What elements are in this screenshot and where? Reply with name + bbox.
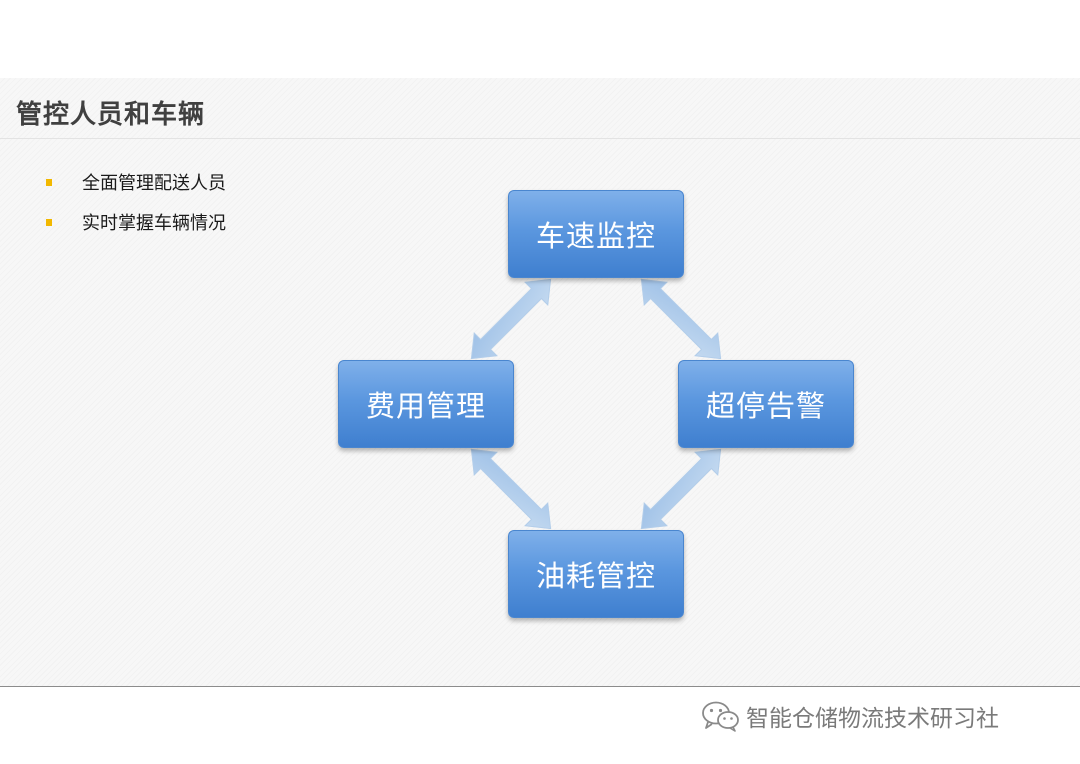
wechat-icon bbox=[702, 701, 739, 732]
arrow-top-right bbox=[640, 278, 722, 360]
bullet-marker-icon bbox=[46, 179, 52, 186]
node-overstay-alarm: 超停告警 bbox=[678, 360, 854, 448]
cycle-arrows bbox=[470, 278, 722, 530]
node-cost-management: 费用管理 bbox=[338, 360, 514, 448]
page-title: 管控人员和车辆 bbox=[16, 100, 206, 130]
title-divider bbox=[0, 138, 1080, 139]
watermark: 智能仓储物流技术研习社 bbox=[700, 699, 999, 733]
arrow-top-left bbox=[470, 278, 552, 360]
arrow-bottom-left bbox=[470, 448, 552, 530]
arrow-bottom-right bbox=[640, 448, 722, 530]
node-fuel-control: 油耗管控 bbox=[508, 530, 684, 618]
bullet-text: 全面管理配送人员 bbox=[82, 173, 226, 194]
node-speed-monitoring: 车速监控 bbox=[508, 190, 684, 278]
bullet-marker-icon bbox=[46, 219, 52, 226]
bullet-text: 实时掌握车辆情况 bbox=[82, 213, 226, 234]
watermark-text: 智能仓储物流技术研习社 bbox=[746, 706, 999, 732]
slide: 管控人员和车辆 全面管理配送人员 实时掌握车辆情况 bbox=[0, 78, 1080, 687]
